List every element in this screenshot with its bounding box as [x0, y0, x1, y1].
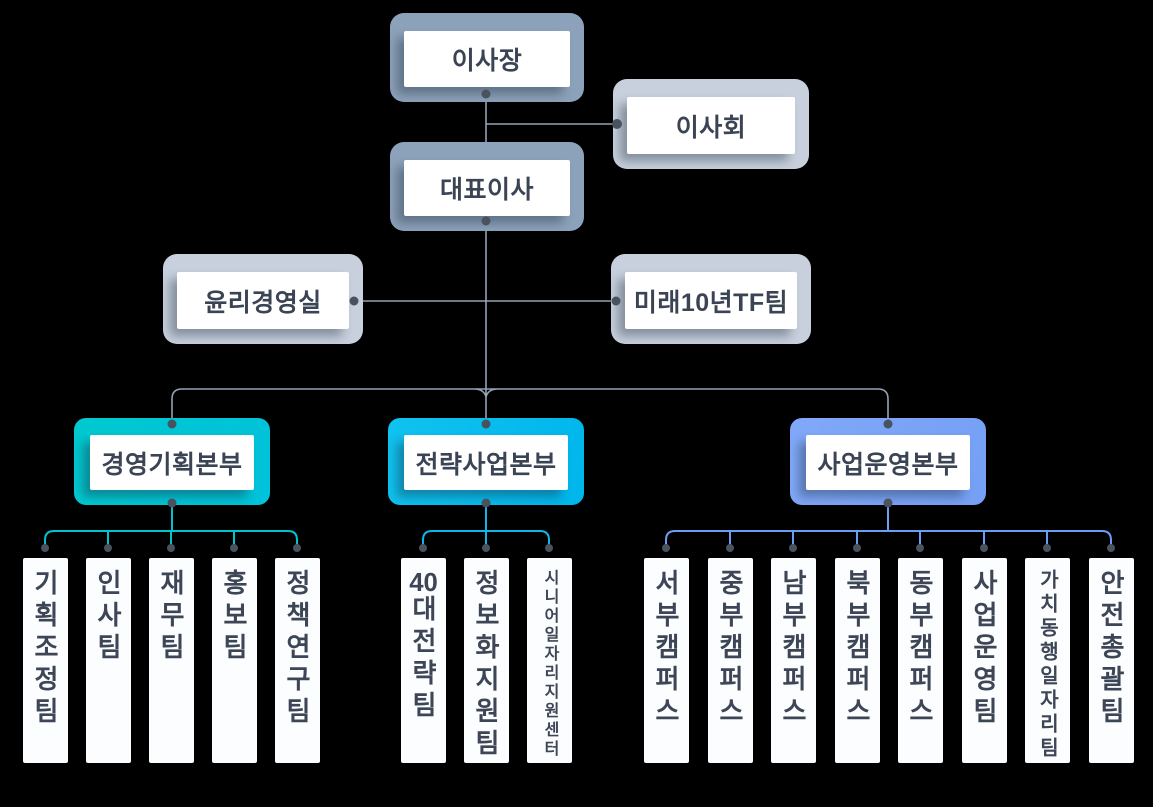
team-box: 사업운영팀 — [961, 558, 1007, 763]
team-label: 홍보팀 — [219, 569, 249, 665]
node-board-box: 이사회 — [627, 97, 795, 154]
team-label: 서부캠퍼스 — [651, 569, 681, 729]
division-node-box: 사업운영본부 — [806, 435, 970, 490]
node-board: 이사회 — [613, 79, 809, 169]
division-node-label: 사업운영본부 — [817, 450, 959, 479]
division-node-box: 전략사업본부 — [404, 435, 568, 490]
team-label: 동부캠퍼스 — [905, 569, 935, 729]
node-ethics-office: 윤리경영실 — [163, 254, 363, 344]
team-label: 중부캠퍼스 — [715, 569, 745, 729]
team-label: 기획조정팀 — [30, 569, 60, 729]
division-node-label: 경영기획본부 — [101, 450, 243, 479]
team-box: 안전총괄팀 — [1088, 558, 1134, 763]
node-chairman: 이사장 — [390, 13, 584, 102]
team-box: 북부캠퍼스 — [834, 558, 880, 763]
team-label: 안전총괄팀 — [1096, 569, 1126, 729]
team-box: 서부캠퍼스 — [643, 558, 689, 763]
team-box: 재무팀 — [148, 558, 194, 763]
team-label: 북부캠퍼스 — [842, 569, 872, 729]
team-box: 인사팀 — [85, 558, 131, 763]
node-ceo-label: 대표이사 — [439, 176, 534, 204]
team-box: 40대전략팀 — [400, 558, 446, 763]
division-node-label: 전략사업본부 — [415, 450, 557, 479]
team-label: 시니어일자리지원센터 — [541, 569, 558, 759]
team-box: 동부캠퍼스 — [897, 558, 943, 763]
node-ceo-box: 대표이사 — [404, 160, 570, 216]
team-label: 남부캠퍼스 — [778, 569, 808, 729]
node-ethics-office-label: 윤리경영실 — [204, 288, 322, 317]
division-node-box: 경영기획본부 — [90, 435, 254, 490]
team-label: 사업운영팀 — [969, 569, 999, 729]
team-box: 기획조정팀 — [22, 558, 68, 763]
team-label: 정책연구팀 — [282, 569, 312, 729]
team-label: 정보화지원팀 — [471, 569, 501, 761]
team-box: 시니어일자리지원센터 — [526, 558, 572, 763]
node-ceo: 대표이사 — [390, 142, 584, 231]
division-node-2: 전략사업본부 — [388, 418, 584, 505]
node-future-tf-box: 미래10년TF팀 — [625, 272, 797, 329]
node-future-tf: 미래10년TF팀 — [611, 254, 811, 344]
team-box: 남부캠퍼스 — [770, 558, 816, 763]
team-label: 인사팀 — [93, 569, 123, 665]
division-node-1: 경영기획본부 — [74, 418, 270, 505]
node-ethics-office-box: 윤리경영실 — [177, 272, 349, 329]
team-box: 홍보팀 — [211, 558, 257, 763]
team-box: 가치동행일자리팀 — [1024, 558, 1070, 763]
division-node-3: 사업운영본부 — [790, 418, 986, 505]
team-box: 중부캠퍼스 — [707, 558, 753, 763]
team-box: 정보화지원팀 — [463, 558, 509, 763]
node-chairman-box: 이사장 — [404, 31, 570, 87]
team-label: 가치동행일자리팀 — [1036, 569, 1058, 761]
team-label: 재무팀 — [156, 569, 186, 665]
team-box: 정책연구팀 — [274, 558, 320, 763]
node-chairman-label: 이사장 — [451, 47, 523, 75]
node-board-label: 이사회 — [675, 113, 747, 142]
team-label: 40대전략팀 — [408, 569, 438, 723]
node-future-tf-label: 미래10년TF팀 — [633, 288, 789, 317]
